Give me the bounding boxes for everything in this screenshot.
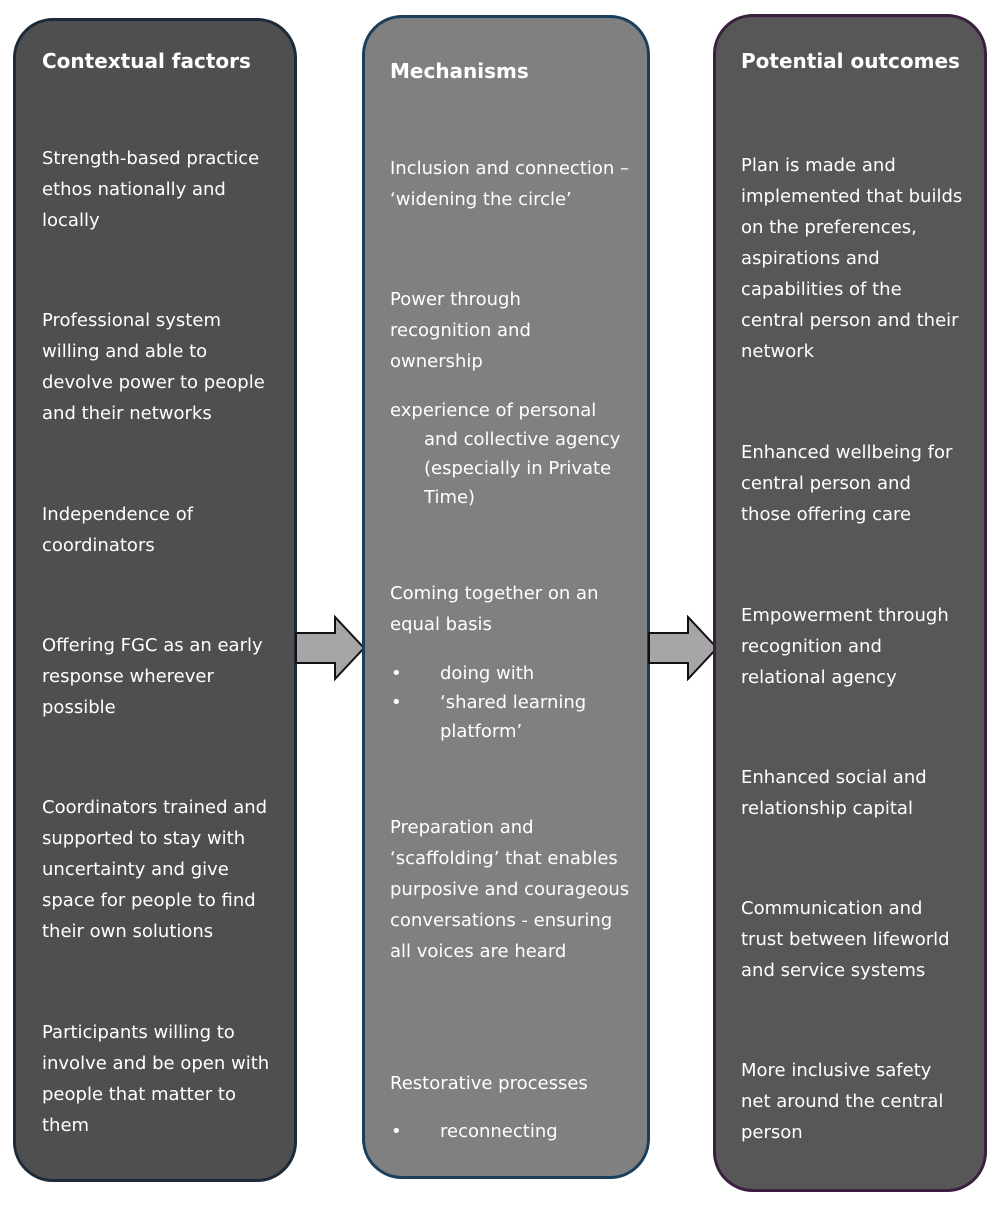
bullet-icon: • [391, 663, 402, 684]
mechanism-item: Preparation and ‘scaffolding’ that enabl… [390, 817, 630, 962]
outcome-item: Plan is made and implemented that builds… [741, 155, 963, 362]
mechanisms-title: Mechanisms [390, 59, 529, 83]
mechanism-subitem: experience of personal [390, 400, 597, 421]
mechanism-subitem-continued: and collective agency (especially in Pri… [424, 429, 621, 508]
contextual-factors-title: Contextual factors [42, 49, 251, 73]
mechanism-bullet: ‘shared learning platform’ [440, 692, 587, 742]
contextual-factors-panel: Contextual factors Strength-based practi… [13, 18, 297, 1182]
mechanism-item: Coming together on an equal basis [390, 583, 599, 635]
potential-outcomes-panel: Potential outcomes Plan is made and impl… [713, 14, 987, 1192]
mechanism-bullet: reconnecting [440, 1121, 558, 1142]
outcome-item: Enhanced wellbeing for central person an… [741, 442, 953, 525]
mechanism-item: Inclusion and connection – ‘widening the… [390, 158, 630, 210]
context-item: Coordinators trained and supported to st… [42, 797, 268, 942]
outcome-item: Enhanced social and relationship capital [741, 767, 927, 819]
outcome-item: Empowerment through recognition and rela… [741, 605, 949, 688]
mechanism-item: Restorative processes [390, 1073, 588, 1094]
mechanism-bullet: doing with [440, 663, 535, 684]
bullet-icon: • [391, 1121, 402, 1142]
context-item: Strength-based practice ethos nationally… [42, 148, 260, 231]
arrow-right-icon [295, 615, 366, 681]
context-item: Professional system willing and able to … [42, 310, 265, 424]
outcome-item: Communication and trust between lifeworl… [741, 898, 950, 981]
mechanism-item: Power through recognition and ownership [390, 289, 531, 372]
mechanisms-panel: Mechanisms Inclusion and connection – ‘w… [362, 15, 650, 1179]
outcome-item: More inclusive safety net around the cen… [741, 1060, 944, 1143]
bullet-icon: • [391, 692, 402, 713]
context-item: Independence of coordinators [42, 504, 194, 556]
potential-outcomes-title: Potential outcomes [741, 49, 960, 73]
context-item: Offering FGC as an early response wherev… [42, 635, 263, 718]
context-item: Participants willing to involve and be o… [42, 1022, 270, 1136]
arrow-right-icon [648, 615, 719, 681]
